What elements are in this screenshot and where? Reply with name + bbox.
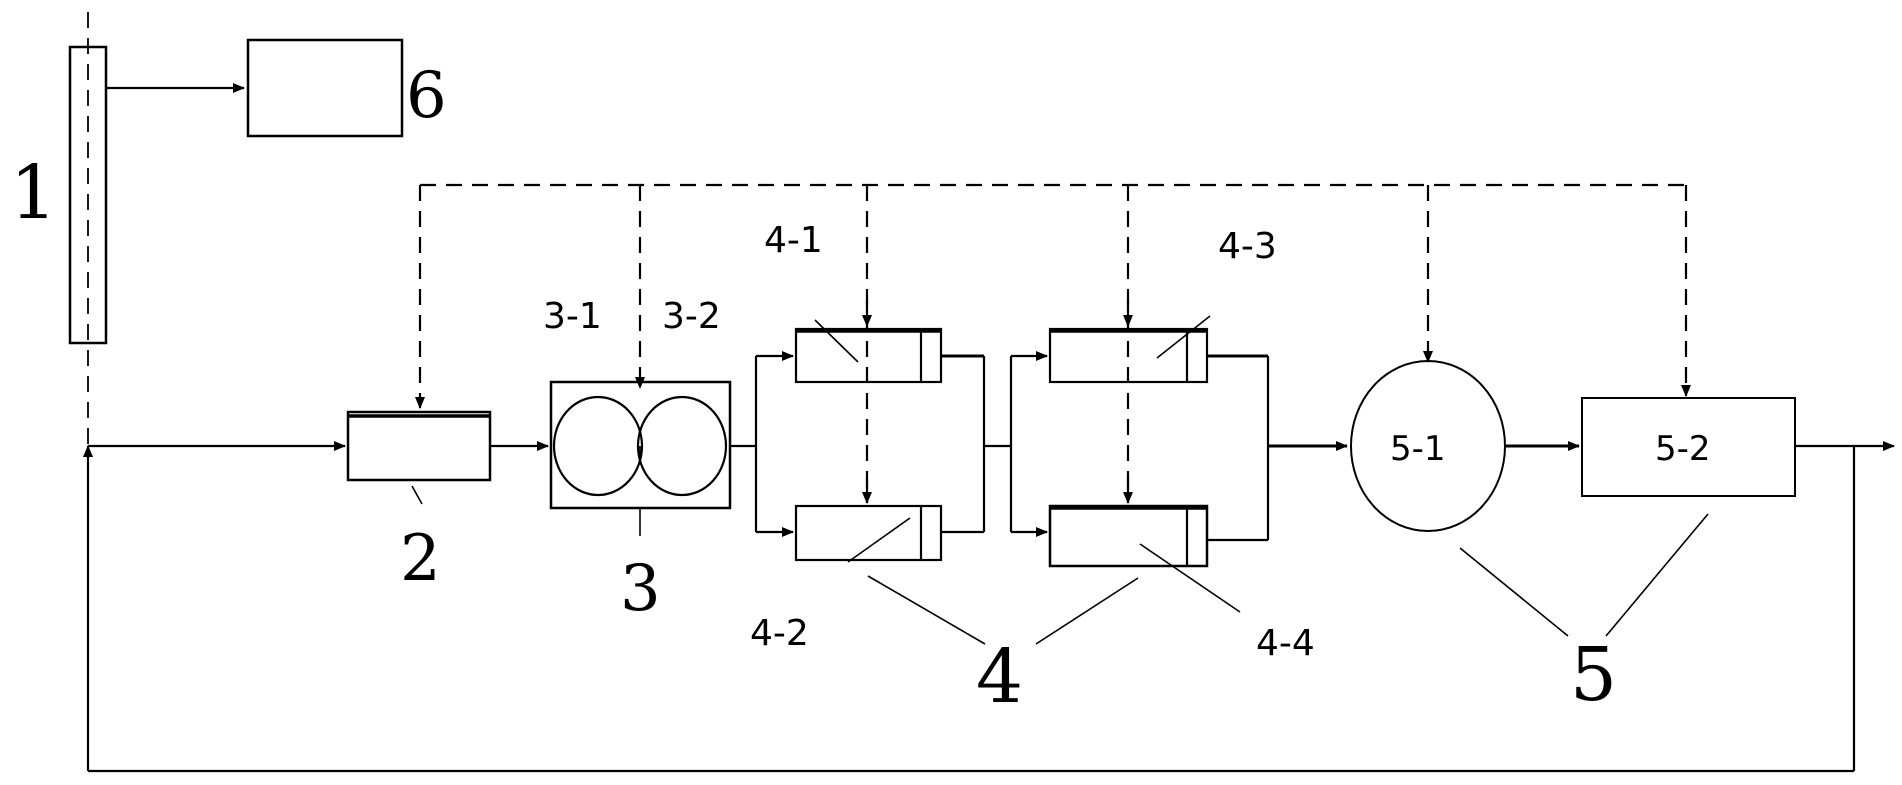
component-3-1-rotor: [552, 395, 644, 497]
label-3: 3: [620, 552, 661, 626]
label-3-1: 3-1: [543, 296, 602, 337]
leader-2: [411, 485, 423, 505]
label-3-2: 3-2: [662, 296, 721, 337]
leader-5-a: [1459, 547, 1569, 637]
label-4-4: 4-4: [1256, 623, 1315, 664]
leader-4-1: [814, 319, 859, 363]
label-4-2: 4-2: [750, 613, 809, 654]
leader-4-4: [1139, 543, 1241, 613]
label-5-1: 5-1: [1390, 429, 1446, 469]
leader-4-b: [1035, 577, 1139, 645]
component-2-box: [346, 410, 492, 482]
leader-5-b: [1605, 513, 1709, 637]
label-4-1: 4-1: [764, 220, 823, 261]
label-5-2: 5-2: [1655, 429, 1711, 469]
component-4-2-box: [794, 504, 943, 562]
leader-4-a: [867, 575, 986, 645]
label-1: 1: [10, 150, 57, 236]
leader-4-3: [1156, 315, 1211, 359]
label-4-3: 4-3: [1218, 226, 1277, 267]
label-5: 5: [1570, 632, 1617, 718]
component-6-box: [246, 38, 404, 138]
label-6: 6: [406, 59, 447, 133]
label-4: 4: [976, 634, 1023, 720]
label-2: 2: [400, 522, 441, 596]
component-4-1-box: [794, 327, 943, 384]
component-4-4-box: [1048, 504, 1209, 568]
leader-4-2: [847, 517, 911, 563]
component-3-2-rotor: [636, 395, 728, 497]
